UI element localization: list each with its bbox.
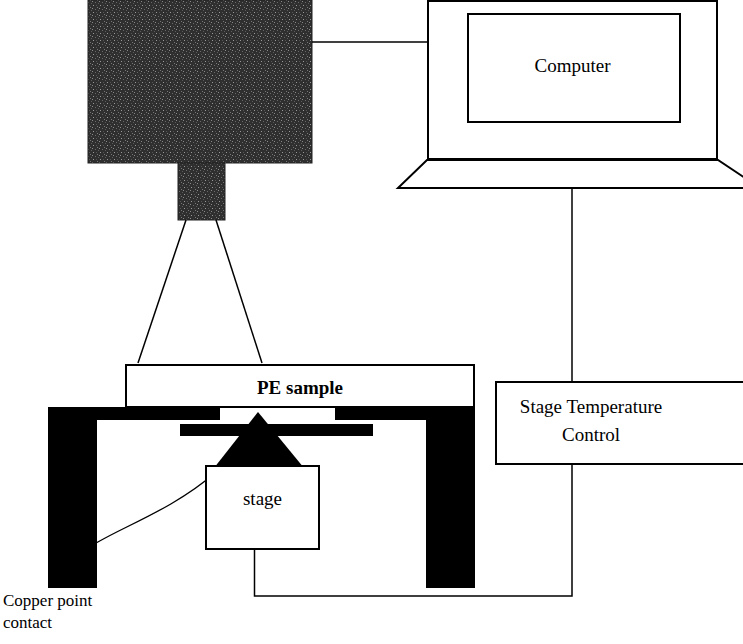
node-text: Stage Temperature Control	[506, 393, 676, 448]
camera-lens	[178, 163, 225, 220]
stage-box: stage	[205, 465, 320, 550]
view-line	[216, 220, 262, 363]
node-text: stage	[243, 485, 282, 513]
camera-cable	[312, 41, 427, 43]
monitor-screen	[468, 14, 680, 122]
node-text: PE sample	[257, 374, 343, 402]
wire	[571, 160, 573, 381]
part-label: Copper point contact	[3, 590, 107, 634]
monitor-base	[398, 160, 743, 188]
copper-point	[214, 412, 304, 468]
controller-box: Stage Temperature Control	[495, 381, 743, 465]
sample-box: PE sample	[125, 364, 475, 408]
computer-screen: Computer	[427, 0, 718, 160]
camera-body	[88, 0, 312, 163]
leader-line	[58, 472, 216, 586]
node-text: Computer	[535, 52, 611, 80]
contact-plate	[180, 424, 373, 436]
view-line	[138, 220, 186, 363]
